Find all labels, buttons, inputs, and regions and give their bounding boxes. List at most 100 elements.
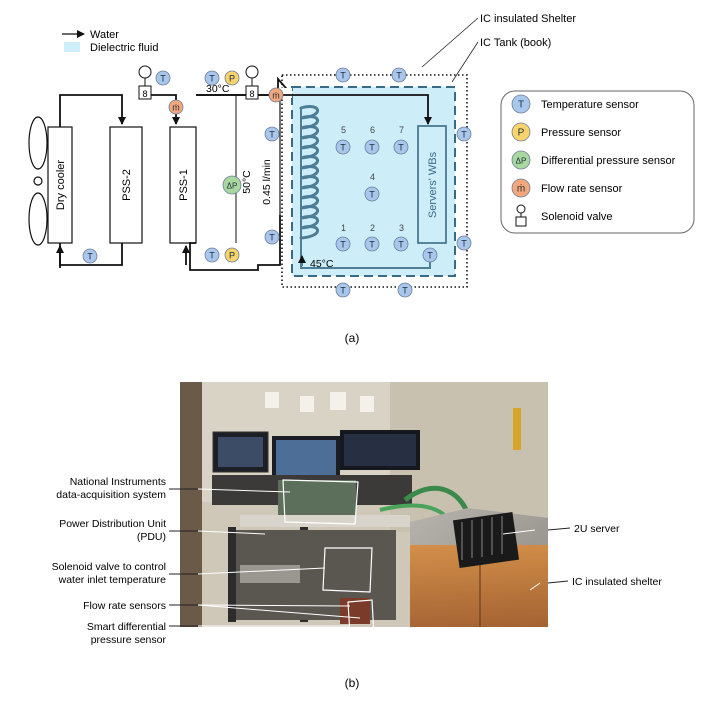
top-legend: Water Dielectric fluid xyxy=(62,29,158,54)
svg-text:ṁ: ṁ xyxy=(517,184,525,195)
caption-a: (a) xyxy=(345,331,360,345)
svg-text:T: T xyxy=(269,233,275,243)
photo-labels: National Instruments data-acquisition sy… xyxy=(52,476,663,646)
differential-pressure-sensor-icon xyxy=(511,150,531,170)
svg-text:T: T xyxy=(461,130,467,140)
svg-text:T: T xyxy=(398,240,404,250)
photo-leaders xyxy=(197,488,541,627)
label-server: 2U server xyxy=(574,523,620,535)
legend-label: Solenoid valve xyxy=(541,211,613,223)
shelter-label: IC insulated Shelter xyxy=(480,13,576,25)
dry-cooler: Dry cooler xyxy=(28,116,73,246)
legend-label: Differential pressure sensor xyxy=(541,155,676,167)
svg-text:T: T xyxy=(369,143,375,153)
legend-item: Solenoid valve xyxy=(515,204,613,227)
svg-text:T: T xyxy=(340,71,346,81)
svg-text:T: T xyxy=(87,252,93,262)
svg-text:T: T xyxy=(269,130,275,140)
pressure-sensor-icon: P xyxy=(224,247,240,263)
table-top xyxy=(240,515,410,527)
fan-blade-bottom-icon xyxy=(28,192,48,246)
pss1-label: PSS-1 xyxy=(178,169,190,201)
temperature-sensor-icon: T xyxy=(393,139,409,155)
temperature-sensor-icon: T xyxy=(264,229,280,245)
laptop-display xyxy=(218,437,263,467)
paper-3 xyxy=(330,392,346,410)
pss2-box xyxy=(109,126,143,244)
legend-water-label: Water xyxy=(90,29,119,41)
legend-label: Flow rate sensor xyxy=(541,183,623,195)
svg-text:ṁ: ṁ xyxy=(272,91,280,101)
svg-text:8: 8 xyxy=(249,89,254,99)
monitor-1-display xyxy=(276,440,336,476)
tank-label: IC Tank (book) xyxy=(480,37,551,49)
shelter-labels: IC insulated Shelter IC Tank (book) xyxy=(421,13,576,83)
ic-shelter-outline xyxy=(281,74,468,288)
sensor-number-5: 5 xyxy=(341,125,346,135)
shelter-leader xyxy=(421,17,479,68)
temperature-sensor-icon: T xyxy=(335,67,351,83)
server-fins xyxy=(461,516,503,560)
servers-wbs-box xyxy=(417,125,447,244)
label-sol-2: water inlet temperature xyxy=(58,574,167,586)
temperature-sensor-icon xyxy=(511,94,531,114)
svg-text:T: T xyxy=(398,143,404,153)
flow-rate-sensor-icon: ṁ xyxy=(168,99,184,115)
fan-hub-icon xyxy=(33,176,43,186)
svg-text:P: P xyxy=(229,251,235,261)
server-2u xyxy=(452,512,520,568)
photo xyxy=(180,382,548,637)
caption-b: (b) xyxy=(345,676,360,690)
svg-text:P: P xyxy=(518,128,525,139)
pipe-bundle xyxy=(240,565,300,583)
temperature-sensor-icon: T xyxy=(364,236,380,252)
tank-leader xyxy=(451,41,479,83)
label-sdp-1: Smart differential xyxy=(87,621,166,633)
valve-highlight xyxy=(322,547,373,593)
temperature-sensor-icon: T xyxy=(264,126,280,142)
svg-text:ṁ: ṁ xyxy=(172,103,180,113)
label-sol-1: Solenoid valve to control xyxy=(52,561,166,573)
sensor-number-2: 2 xyxy=(370,223,375,233)
temperature-sensor-icon: T xyxy=(335,236,351,252)
temperature-sensor-icon: T xyxy=(364,139,380,155)
legend-dielectric-label: Dielectric fluid xyxy=(90,42,158,54)
wall-device xyxy=(513,408,521,450)
svg-text:T: T xyxy=(340,286,346,296)
differential-pressure-sensor-icon: ΔP xyxy=(222,175,242,195)
svg-text:T: T xyxy=(518,100,524,111)
paper-4 xyxy=(360,396,374,412)
temperature-sensor-icon: T xyxy=(335,139,351,155)
monitor-2-display xyxy=(344,434,416,466)
flow-rate-sensor-icon xyxy=(511,178,531,198)
pressure-sensor-icon: P xyxy=(224,70,240,86)
label-ni-1: National Instruments xyxy=(70,476,166,488)
temperature-sensor-icon: T xyxy=(391,67,407,83)
flow-sensor-hardware xyxy=(340,598,370,624)
label-flow: Flow rate sensors xyxy=(83,600,166,612)
dielectric-swatch xyxy=(64,42,80,52)
temperature-sensor-icon: T xyxy=(204,70,220,86)
label-pdu-2: (PDU) xyxy=(137,531,166,543)
heat-exchanger-coil xyxy=(299,105,319,263)
temperature-sensor-icon: T xyxy=(364,186,380,202)
temp-50-label: 50°C xyxy=(241,170,253,194)
svg-text:T: T xyxy=(340,143,346,153)
door-frame xyxy=(180,382,202,627)
sensor-number-4: 4 xyxy=(370,172,375,182)
label-pdu-1: Power Distribution Unit xyxy=(59,518,166,530)
temperature-sensor-icon: T xyxy=(155,70,171,86)
flow-rate-label: 0.45 l/min xyxy=(261,159,273,205)
label-shelter: IC insulated shelter xyxy=(572,576,662,588)
svg-text:T: T xyxy=(461,239,467,249)
svg-text:T: T xyxy=(369,190,375,200)
legend-label: Pressure sensor xyxy=(541,127,621,139)
solenoid-valve-pss2: 8 xyxy=(138,65,152,100)
sensor-legend-box xyxy=(500,90,695,234)
paper-1 xyxy=(265,392,279,408)
temperature-sensor-icon: T xyxy=(397,282,413,298)
